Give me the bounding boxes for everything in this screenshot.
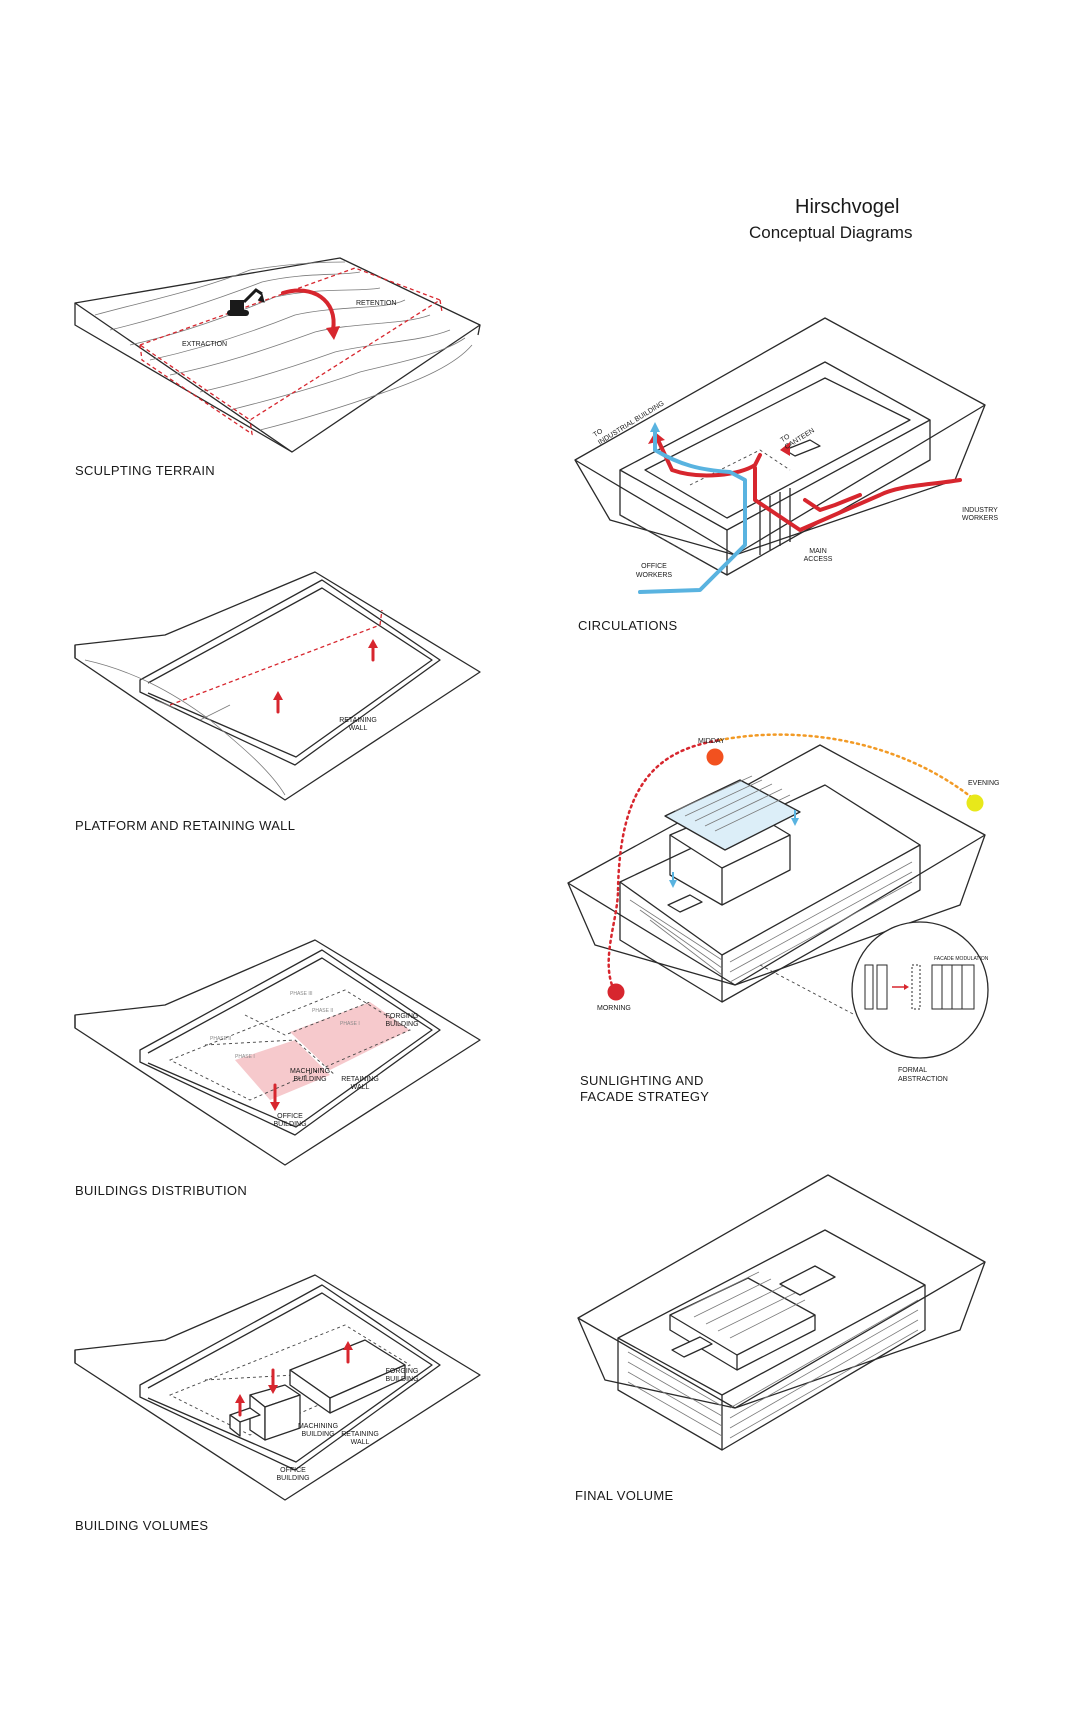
arrow-up-icon (273, 691, 283, 700)
industry-workers-label-2: WORKERS (962, 515, 999, 522)
arrow-up-icon (368, 639, 378, 648)
machining-label-2: BUILDING (293, 1076, 326, 1083)
light-arrow-icon (669, 880, 677, 888)
phase-label: PHASE II (210, 1036, 231, 1042)
facade-modulation-label: FACADE MODULATION (934, 956, 989, 962)
board-subtitle: Conceptual Diagrams (749, 223, 912, 242)
caption-volumes: BUILDING VOLUMES (75, 1518, 208, 1533)
arrow-up-icon (650, 422, 660, 432)
retaining-wall-label: RETAINING (339, 717, 377, 724)
main-access-label: MAIN (809, 548, 827, 555)
office-workers-label-2: WORKERS (636, 572, 673, 579)
arrow-up-icon (235, 1394, 245, 1403)
caption-sculpting-terrain: SCULPTING TERRAIN (75, 463, 215, 478)
evening-label: EVENING (968, 780, 1000, 787)
diagram-circulations: TO INDUSTRIAL BUILDING TO CANTEEN INDUST… (574, 317, 999, 633)
office-label: OFFICE (280, 1467, 306, 1474)
diagram-sunlighting: MIDDAY EVENING MORNING FACADE MODULATION… (567, 733, 1000, 1104)
arrow-down-icon (326, 326, 340, 340)
excavator-icon (227, 288, 265, 316)
sun-midday-icon (706, 748, 724, 766)
office-label-2: BUILDING (276, 1475, 309, 1482)
machining-label: MACHINING (298, 1423, 338, 1430)
diagram-final-volume: FINAL VOLUME (575, 1174, 986, 1503)
phase-label: PHASE I (340, 1021, 360, 1027)
phase-zone (235, 1040, 330, 1100)
forging-label-2: BUILDING (385, 1376, 418, 1383)
diagram-buildings-distribution: PHASE III PHASE II PHASE I PHASE II PHAS… (74, 939, 481, 1198)
sun-morning-icon (607, 983, 625, 1001)
midday-label: MIDDAY (698, 738, 725, 745)
diagram-building-volumes: FORGING BUILDING MACHINING BUILDING RETA… (74, 1274, 481, 1533)
forging-label: FORGING (386, 1368, 419, 1375)
machining-label-2: BUILDING (301, 1431, 334, 1438)
phase-label: PHASE I (235, 1054, 255, 1060)
caption-sunlighting-2: FACADE STRATEGY (580, 1089, 709, 1104)
retaining-label-2: WALL (351, 1439, 370, 1446)
arrow-down-icon (270, 1102, 280, 1111)
to-industrial-label: TO (592, 428, 604, 439)
retaining-wall-label-2: WALL (349, 725, 368, 732)
phase-label: PHASE II (312, 1008, 333, 1014)
machining-label: MACHINING (290, 1068, 330, 1075)
office-label-2: BUILDING (273, 1121, 306, 1128)
to-canteen-label: TO (780, 433, 792, 444)
phase-zone (290, 1002, 410, 1070)
main-access-label-2: ACCESS (804, 556, 833, 563)
facade-abstraction-callout: FACADE MODULATION (851, 921, 989, 1059)
office-label: OFFICE (277, 1113, 303, 1120)
caption-platform: PLATFORM AND RETAINING WALL (75, 818, 295, 833)
sun-evening-icon (966, 794, 984, 812)
phase-label: PHASE III (290, 991, 313, 997)
caption-final-volume: FINAL VOLUME (575, 1488, 674, 1503)
retention-label: RETENTION (356, 300, 396, 307)
light-arrow-icon (791, 818, 799, 826)
caption-distribution: BUILDINGS DISTRIBUTION (75, 1183, 247, 1198)
industry-workers-label: INDUSTRY (962, 507, 998, 514)
caption-sunlighting-1: SUNLIGHTING AND (580, 1073, 704, 1088)
forging-label-2: BUILDING (385, 1021, 418, 1028)
retaining-label: RETAINING (341, 1076, 379, 1083)
abstraction-label: ABSTRACTION (898, 1076, 948, 1083)
diagram-platform-retaining-wall: RETAINING WALL PLATFORM AND RETAINING WA… (74, 571, 481, 833)
formal-label: FORMAL (898, 1067, 927, 1074)
arrow-right-icon (780, 442, 790, 456)
morning-label: MORNING (597, 1005, 631, 1012)
diagram-sculpting-terrain: EXTRACTION RETENTION SCULPTING TERRAIN (74, 257, 481, 478)
office-workers-label: OFFICE (641, 563, 667, 570)
caption-circulations: CIRCULATIONS (578, 618, 677, 633)
board-title: Hirschvogel (795, 196, 899, 218)
arrow-down-icon (268, 1385, 278, 1394)
arrow-up-icon (343, 1341, 353, 1350)
forging-label: FORGING (386, 1013, 419, 1020)
retaining-label-2: WALL (351, 1084, 370, 1091)
extraction-label: EXTRACTION (182, 341, 227, 348)
retaining-label: RETAINING (341, 1431, 379, 1438)
